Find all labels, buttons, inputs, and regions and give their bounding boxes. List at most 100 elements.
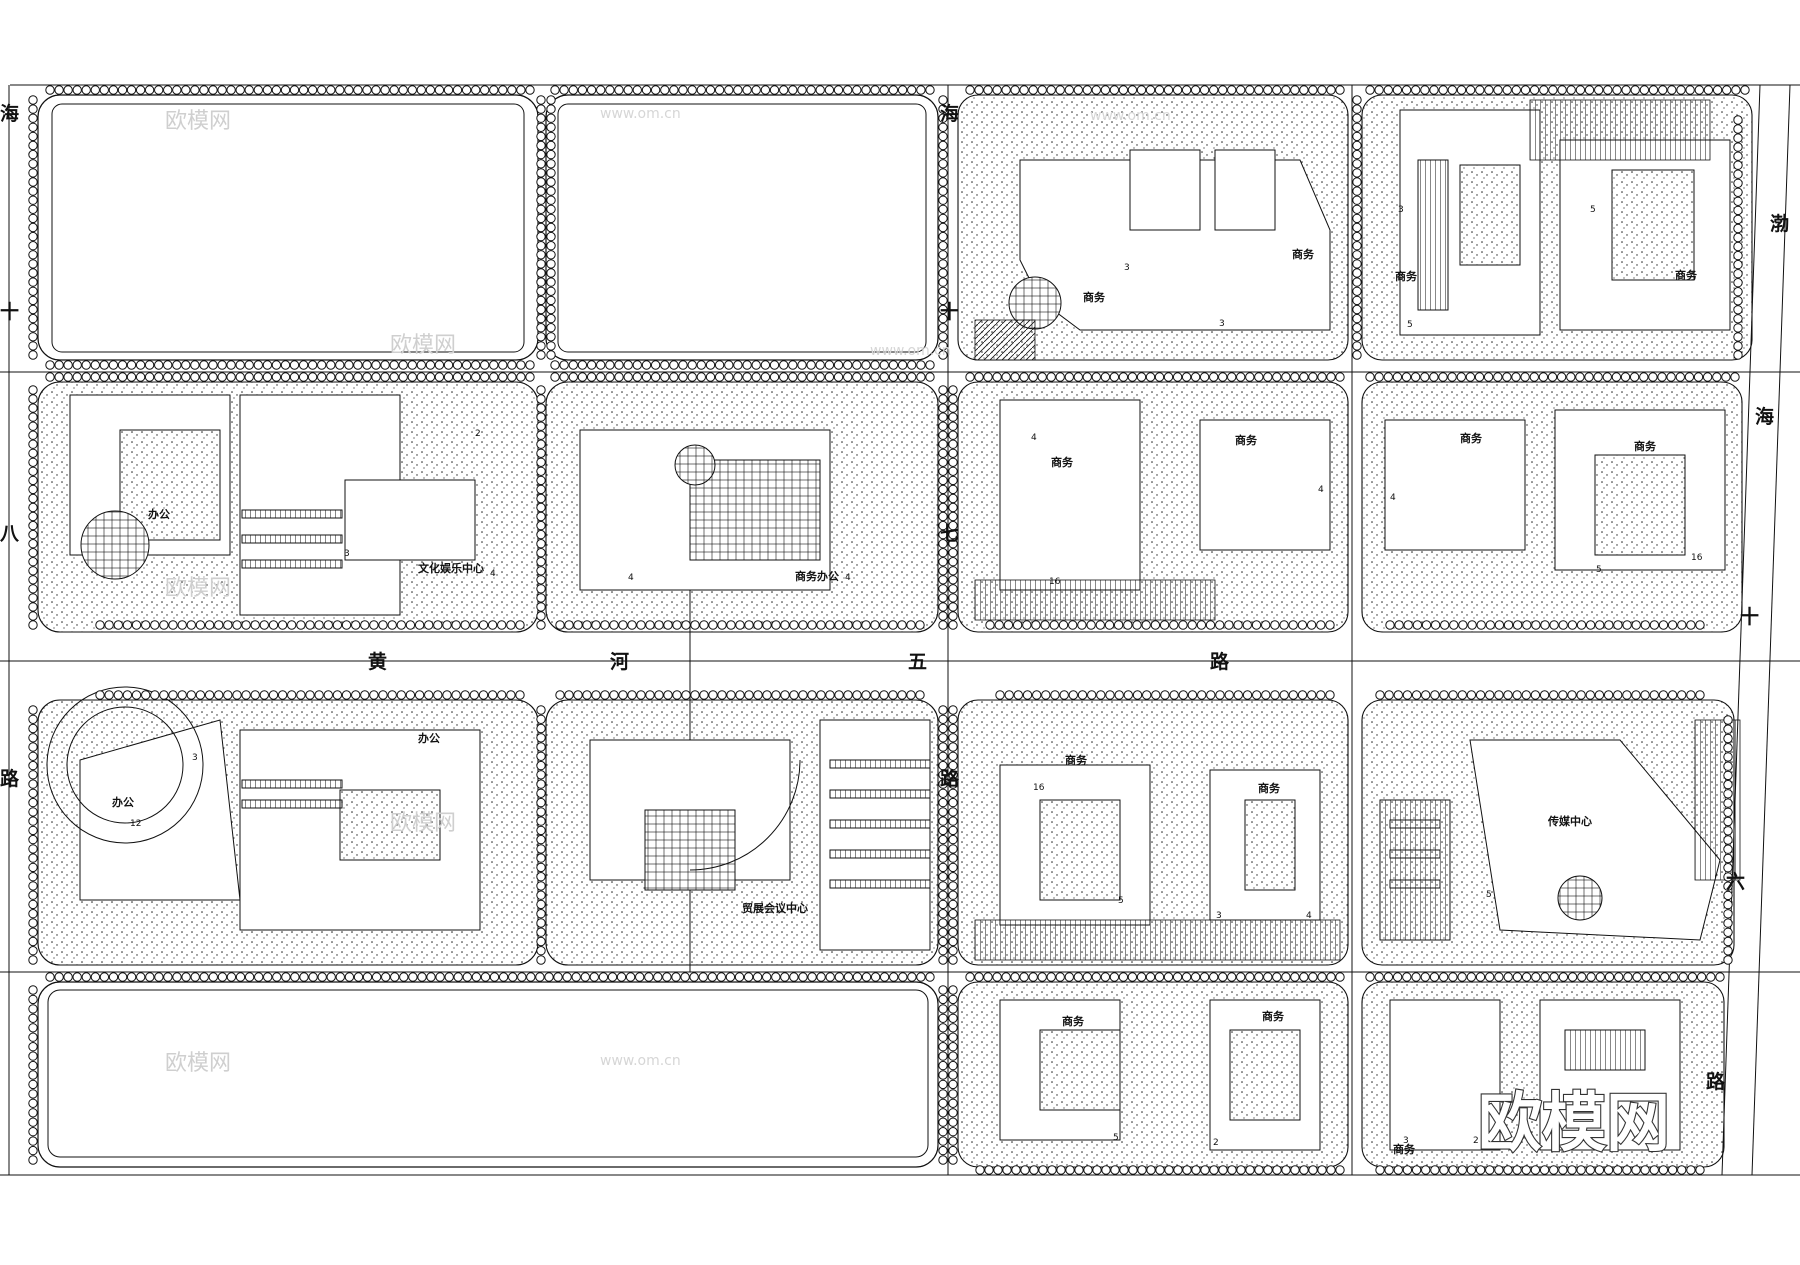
tree-symbol	[948, 1145, 958, 1156]
tree-symbol	[307, 85, 318, 95]
tree-symbol	[983, 372, 993, 382]
tree-symbol	[948, 539, 958, 549]
tree-symbol	[678, 85, 688, 95]
tree-symbol	[381, 972, 391, 982]
tree-symbol	[948, 890, 958, 900]
tree-symbol	[28, 394, 38, 404]
tree-symbol	[271, 372, 282, 382]
tree-symbol	[1733, 259, 1743, 270]
tree-symbol	[948, 1108, 958, 1118]
tree-symbol	[948, 742, 958, 752]
tree-symbol	[1325, 690, 1335, 700]
building-label-business: 商务	[1065, 753, 1088, 767]
tree-symbol	[1585, 690, 1596, 700]
tree-symbol	[825, 690, 835, 700]
tree-symbol	[938, 1079, 948, 1090]
tree-symbol	[28, 466, 38, 476]
tree-symbol	[879, 690, 889, 700]
tree-symbol	[154, 972, 164, 982]
tree-symbol	[536, 149, 546, 160]
tree-symbol	[95, 620, 105, 630]
tree-symbol	[1466, 690, 1477, 700]
tree-symbol	[993, 1165, 1003, 1175]
tree-symbol	[1402, 1165, 1413, 1175]
tree-symbol	[906, 620, 916, 630]
tree-symbol	[1503, 690, 1513, 700]
tree-symbol	[555, 690, 565, 700]
tree-symbol	[497, 620, 507, 630]
tree-symbol	[378, 620, 388, 630]
tree-symbol	[54, 972, 64, 982]
tree-symbol	[1128, 1165, 1138, 1175]
tree-symbol	[1146, 1165, 1156, 1175]
tree-symbol	[471, 972, 482, 982]
tree-symbol	[1245, 972, 1255, 982]
tree-symbol	[663, 690, 673, 700]
tree-symbol	[362, 360, 372, 370]
tree-symbol	[607, 972, 618, 982]
tree-symbol	[1251, 620, 1262, 630]
tree-symbol	[1733, 124, 1743, 134]
tree-symbol	[1466, 972, 1477, 982]
road-label: 渤	[1770, 212, 1789, 235]
tree-symbol	[1702, 372, 1713, 382]
tree-symbol	[536, 936, 546, 947]
tree-symbol	[1218, 972, 1228, 982]
tree-symbol	[28, 1117, 38, 1127]
tree-symbol	[1352, 113, 1362, 123]
tree-symbol	[938, 268, 948, 278]
tree-symbol	[1448, 690, 1458, 700]
tree-symbol	[45, 85, 55, 95]
tree-symbol	[28, 788, 38, 798]
tree-symbol	[516, 372, 526, 382]
tree-symbol	[938, 457, 948, 467]
tree-symbol	[660, 360, 670, 370]
tree-symbol	[453, 972, 463, 982]
tree-symbol	[870, 972, 881, 982]
tree-symbol	[424, 690, 434, 700]
tree-symbol	[1209, 85, 1219, 95]
tree-symbol	[1352, 295, 1362, 306]
tree-symbol	[948, 714, 958, 724]
tree-symbol	[938, 1108, 948, 1118]
tree-symbol	[326, 360, 336, 370]
tree-symbol	[150, 690, 160, 700]
tree-symbol	[28, 1155, 38, 1165]
tree-symbol	[262, 85, 273, 95]
tree-symbol	[1365, 372, 1375, 382]
tree-symbol	[1263, 372, 1273, 382]
tree-symbol	[1215, 690, 1225, 700]
building-label-business: 商务	[1292, 247, 1315, 261]
tree-symbol	[536, 204, 546, 215]
tree-symbol	[1101, 1165, 1111, 1175]
tree-symbol	[1196, 620, 1207, 630]
tree-symbol	[938, 502, 948, 513]
tree-symbol	[1511, 372, 1521, 382]
tree-symbol	[28, 95, 38, 105]
tree-symbol	[280, 85, 291, 95]
tree-symbol	[1467, 620, 1477, 630]
tree-symbol	[54, 85, 64, 95]
tree-symbol	[779, 85, 789, 95]
tree-symbol	[28, 204, 38, 215]
tree-symbol	[1055, 972, 1065, 982]
tree-symbol	[678, 372, 688, 382]
tree-symbol	[708, 620, 718, 630]
tree-symbol	[1657, 372, 1667, 382]
tree-symbol	[546, 241, 556, 251]
tree-symbol	[1308, 372, 1318, 382]
tree-symbol	[369, 620, 379, 630]
tree-symbol	[536, 140, 546, 151]
road-label: 海	[940, 102, 959, 125]
tree-symbol	[1567, 1165, 1577, 1175]
tree-symbol	[335, 85, 345, 95]
tree-symbol	[28, 985, 38, 995]
tree-symbol	[1173, 1165, 1183, 1175]
tree-symbol	[948, 994, 958, 1005]
tree-symbol	[616, 972, 627, 982]
tree-symbol	[287, 690, 297, 700]
tree-symbol	[546, 213, 556, 224]
tree-symbol	[1457, 690, 1468, 700]
tree-symbol	[536, 332, 546, 342]
tree-symbol	[536, 529, 546, 540]
